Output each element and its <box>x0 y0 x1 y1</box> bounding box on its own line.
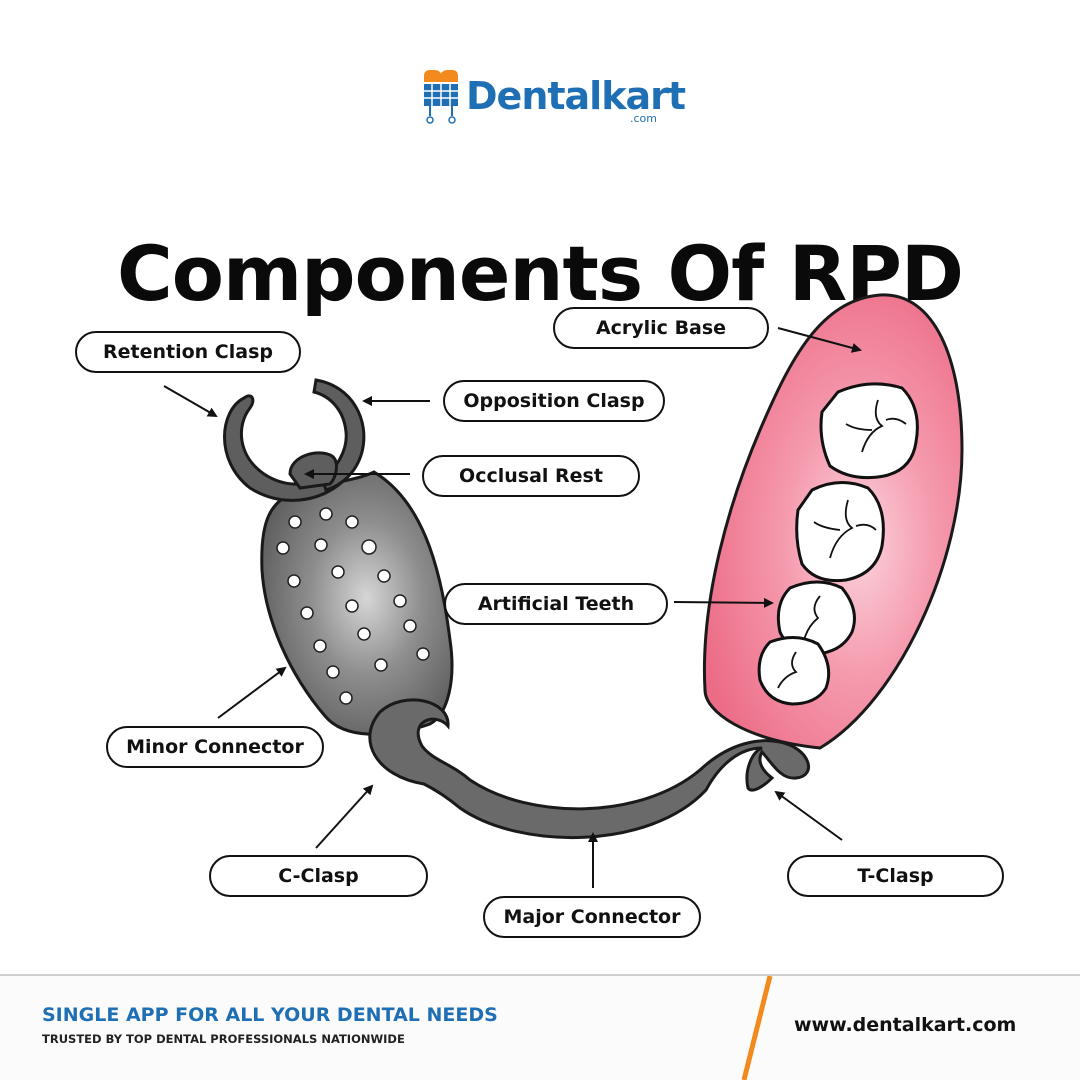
opposition-clasp-shape <box>312 378 366 492</box>
label-occlusal-rest: Occlusal Rest <box>422 455 640 497</box>
occlusal-rest-shape <box>288 451 338 490</box>
website-link[interactable]: www.dentalkart.com <box>794 1014 1017 1036</box>
orange-slash-divider <box>741 976 773 1080</box>
retention-holes <box>276 507 430 705</box>
label-opposition-clasp: Opposition Clasp <box>443 380 665 422</box>
brand-domain-suffix: .com <box>630 112 657 125</box>
arrow-c-clasp <box>315 784 374 849</box>
label-acrylic-base: Acrylic Base <box>553 307 769 349</box>
tooth-logo-icon <box>424 70 458 124</box>
footer-divider <box>0 974 1080 976</box>
arrow-minor-connector <box>217 666 287 719</box>
label-c-clasp: C-Clasp <box>209 855 428 897</box>
label-minor-connector: Minor Connector <box>106 726 324 768</box>
brand-name: Dentalkart <box>466 74 686 118</box>
premolar-1 <box>776 580 856 656</box>
arrow-acrylic-base <box>777 327 862 353</box>
footer-tagline: SINGLE APP FOR ALL YOUR DENTAL NEEDS <box>42 1004 498 1026</box>
footer-bar <box>0 976 1080 1080</box>
dentalkart-logo[interactable]: Dentalkart .com <box>418 68 686 132</box>
arrow-t-clasp <box>774 790 843 841</box>
major-connector-shape <box>368 698 810 840</box>
footer-trusted-text: TRUSTED BY TOP DENTAL PROFESSIONALS NATI… <box>42 1032 405 1046</box>
tooth-fissures <box>777 399 907 689</box>
label-major-connector: Major Connector <box>483 896 701 938</box>
label-artificial-teeth: Artificial Teeth <box>444 583 668 625</box>
label-t-clasp: T-Clasp <box>787 855 1004 897</box>
molar-2 <box>795 481 885 583</box>
arrow-artificial-teeth <box>673 597 774 608</box>
page-title: Components Of RPD <box>116 228 964 318</box>
label-retention-clasp: Retention Clasp <box>75 331 301 373</box>
arrow-retention-clasp <box>163 385 218 417</box>
rpd-diagram <box>163 293 964 888</box>
pointer-arrows <box>163 327 862 888</box>
